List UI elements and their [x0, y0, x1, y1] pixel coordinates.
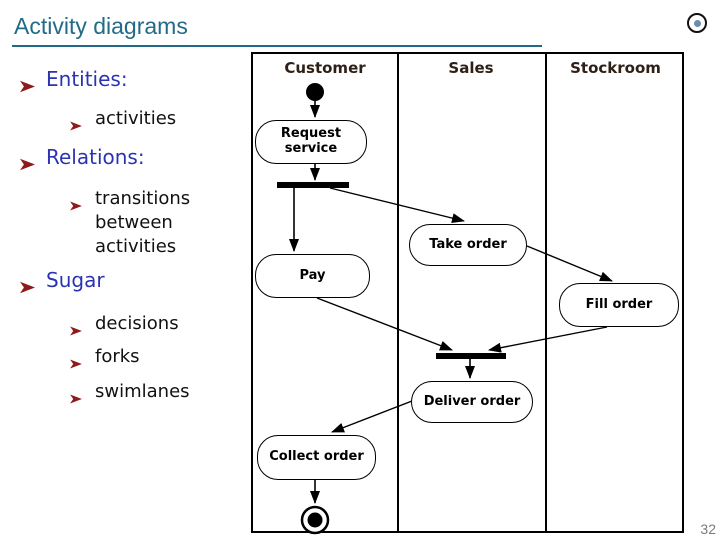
lane-header-customer: Customer: [284, 59, 366, 77]
edge-pay-to-join: [316, 297, 453, 351]
page-title: Activity diagrams: [14, 13, 188, 39]
activity-node-request-service: Request service: [255, 120, 367, 164]
lane-header-stockroom: Stockroom: [570, 59, 661, 77]
title-underline: [12, 45, 542, 47]
bullet-list: Entities: activities Relations: transiti…: [20, 62, 238, 411]
diagram-edges: [277, 83, 613, 535]
bullet-label: Sugar: [46, 268, 105, 292]
activity-diagram: Customer Sales Stockroom Request service…: [251, 52, 684, 535]
circle-dot-logo-icon: [687, 13, 707, 33]
edge-takeorder-to-fillorder: [526, 245, 613, 282]
activity-node-fill-order: Fill order: [559, 283, 679, 327]
list-item: swimlanes: [20, 380, 238, 411]
edge-fork-to-takeorder: [329, 187, 465, 223]
fork-bar: [277, 182, 349, 188]
lane-header-sales: Sales: [448, 59, 494, 77]
arrow-bullet-icon: [70, 312, 95, 343]
list-item: forks: [20, 345, 238, 376]
arrow-bullet-icon: [20, 66, 46, 99]
list-item: Entities:: [20, 66, 238, 99]
node-label: Collect order: [269, 449, 364, 465]
activity-node-pay: Pay: [255, 254, 370, 298]
list-item: activities: [20, 107, 238, 138]
end-node-core: [307, 512, 323, 528]
arrow-bullet-icon: [20, 144, 46, 177]
list-item: transitions between activities: [20, 187, 238, 259]
arrow-bullet-icon: [20, 267, 46, 300]
bullet-label: decisions: [95, 313, 179, 334]
arrow-bullet-icon: [70, 345, 95, 376]
arrow-bullet-icon: [70, 187, 95, 218]
activity-node-take-order: Take order: [409, 224, 527, 266]
bullet-label: Relations:: [46, 145, 145, 169]
node-label: Fill order: [585, 296, 653, 312]
bullet-label: Entities:: [46, 67, 128, 91]
list-item: decisions: [20, 312, 238, 343]
list-item: Relations:: [20, 144, 238, 177]
bullet-label: forks: [95, 346, 140, 367]
arrow-bullet-icon: [70, 107, 95, 138]
bullet-label: swimlanes: [95, 381, 190, 402]
node-label: Take order: [429, 236, 507, 252]
arrow-bullet-icon: [70, 380, 95, 411]
node-label: Request service: [280, 126, 342, 156]
node-label: Deliver order: [423, 393, 521, 409]
bullet-label: activities: [95, 108, 177, 129]
join-bar: [436, 353, 506, 359]
logo-dot: [693, 19, 701, 27]
list-item: Sugar: [20, 267, 238, 300]
bullet-label: transitions between activities: [95, 188, 191, 257]
edge-fillorder-to-join: [488, 326, 608, 353]
page-number: 32: [700, 521, 716, 537]
node-label: Pay: [299, 267, 326, 283]
edge-deliver-to-collect: [331, 400, 413, 433]
swimlane-divider: [397, 54, 399, 531]
start-node: [306, 83, 324, 101]
activity-node-collect-order: Collect order: [257, 435, 376, 480]
activity-node-deliver-order: Deliver order: [411, 381, 533, 423]
swimlane-divider: [545, 54, 547, 531]
